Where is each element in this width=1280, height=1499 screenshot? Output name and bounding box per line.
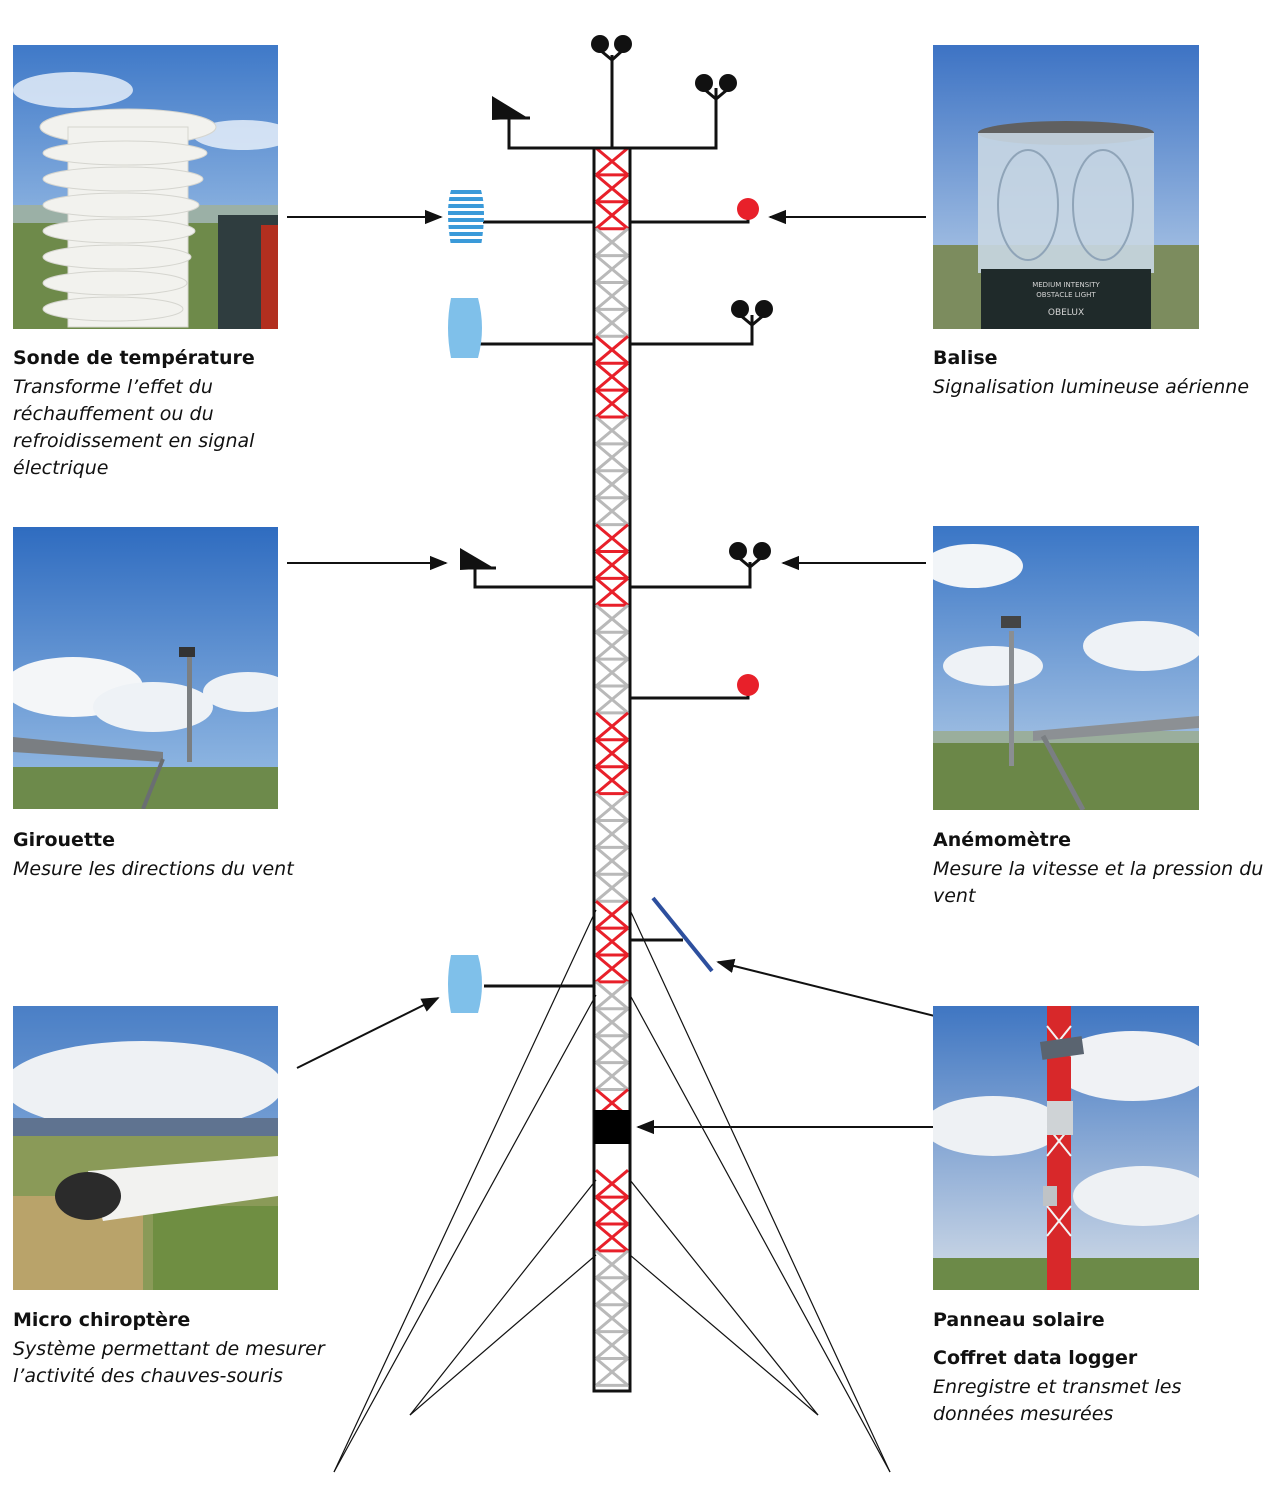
- mast-brace: [595, 1357, 629, 1387]
- mast-brace: [595, 550, 629, 580]
- beacon-photo: MEDIUM INTENSITY OBSTACLE LIGHT OBELUX: [933, 45, 1199, 329]
- mast-brace: [595, 926, 629, 957]
- wind-vane-photo: [13, 527, 278, 809]
- mast-brace: [595, 1195, 629, 1226]
- anemometer-icon-level3: [729, 542, 771, 569]
- mast-brace: [595, 1222, 629, 1253]
- mast-brace: [595, 657, 629, 688]
- mast-brace: [595, 711, 629, 741]
- mast-brace: [595, 631, 629, 661]
- beacon-light-icon-lower: [737, 674, 759, 696]
- mast-brace: [595, 173, 629, 203]
- top-anemometer-icon: [591, 35, 632, 62]
- mast-brace: [595, 792, 629, 822]
- mast-brace: [595, 281, 629, 311]
- mast-brace: [595, 953, 629, 984]
- mast-brace: [595, 1330, 629, 1360]
- mast-brace: [595, 146, 629, 177]
- mast-brace: [595, 496, 629, 526]
- mast-top-boom: [507, 55, 718, 150]
- mast-brace: [595, 254, 629, 284]
- solar-panel-title: Panneau solaire: [933, 1309, 1105, 1331]
- anemometer-icon-level2: [731, 300, 773, 327]
- top-wind-vane-icon: [492, 96, 530, 120]
- mast-brace: [595, 415, 629, 446]
- data-logger-description: Enregistre et transmet les données mesur…: [933, 1376, 1182, 1425]
- bat-microphone-title: Micro chiroptère: [13, 1309, 191, 1331]
- mast-brace: [595, 846, 629, 876]
- temperature-probe-description: Transforme l’effet du réchauffement ou d…: [13, 376, 255, 479]
- mast-brace: [595, 523, 629, 553]
- temperature-probe-icon: [448, 190, 484, 243]
- data-logger-box: [594, 1110, 630, 1144]
- blue-sensor-icon-upper: [448, 298, 482, 358]
- solar-panel-icon: [651, 896, 714, 973]
- wind-vane-title: Girouette: [13, 829, 115, 851]
- lattice-mast: [595, 146, 629, 1387]
- mast-brace: [595, 362, 629, 392]
- mast-brace: [595, 1061, 629, 1091]
- mast-brace: [595, 819, 629, 849]
- mast-brace: [595, 1249, 629, 1279]
- temperature-probe-title: Sonde de température: [13, 347, 255, 369]
- mast-brace: [595, 604, 629, 634]
- temperature-probe-photo: [13, 45, 278, 329]
- mast-brace: [595, 684, 629, 715]
- top-right-anemometer-icon: [695, 74, 737, 101]
- mast-brace: [595, 335, 629, 365]
- beacon-light-icon: [737, 198, 759, 220]
- mast-brace: [595, 308, 629, 338]
- mast-brace: [595, 1303, 629, 1333]
- anemometer-description: Mesure la vitesse et la pression du vent: [933, 858, 1264, 907]
- mast-brace: [595, 469, 629, 499]
- beacon-title: Balise: [933, 347, 998, 369]
- mast-brace: [595, 900, 629, 930]
- bat-microphone-description: Système permettant de mesurer l’activité…: [13, 1338, 325, 1387]
- beacon-label-line1: MEDIUM INTENSITY: [1032, 281, 1100, 289]
- mast-brace: [595, 1169, 629, 1199]
- mast-brace: [595, 765, 629, 795]
- mast-brace: [595, 1276, 629, 1306]
- beacon-brand: OBELUX: [1048, 308, 1084, 318]
- beacon-label-line2: OBSTACLE LIGHT: [1036, 291, 1096, 299]
- solar-panel-photo: [933, 1006, 1199, 1290]
- mast-brace: [595, 200, 629, 230]
- mast-brace: [595, 738, 629, 768]
- mast-brace: [595, 388, 629, 419]
- wind-vane-icon: [460, 548, 496, 570]
- beacon-description: Signalisation lumineuse aérienne: [933, 376, 1250, 398]
- mast-brace: [595, 227, 629, 257]
- mast-brace: [595, 980, 629, 1010]
- bat-microphone-photo: [13, 1006, 278, 1290]
- bat-microphone-icon: [448, 955, 482, 1013]
- anemometer-photo: [933, 526, 1199, 810]
- mast-brace: [595, 1034, 629, 1064]
- wind-vane-description: Mesure les directions du vent: [13, 858, 294, 880]
- mast-brace: [595, 442, 629, 472]
- mast-brace: [595, 1007, 629, 1037]
- mast-brace: [595, 873, 629, 903]
- mast-brace: [595, 577, 629, 607]
- pointer-arrows: [287, 209, 1036, 1135]
- anemometer-title: Anémomètre: [933, 829, 1071, 851]
- guy-wires: [333, 909, 891, 1473]
- data-logger-title: Coffret data logger: [933, 1347, 1138, 1369]
